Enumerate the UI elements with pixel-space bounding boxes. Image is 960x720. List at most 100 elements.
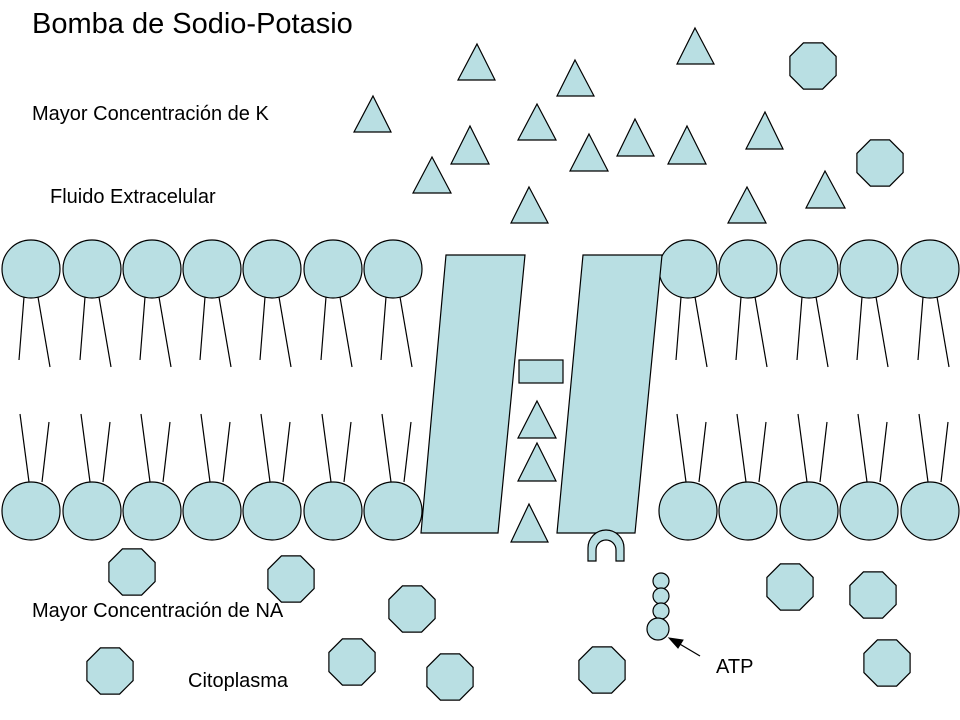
phospholipid-head <box>839 481 899 541</box>
diagram-title: Bomba de Sodio-Potasio <box>32 8 353 40</box>
sodium-ion <box>766 563 814 611</box>
sodium-ion <box>849 571 897 619</box>
phospholipid-head <box>839 239 899 299</box>
phospholipid-head <box>303 481 363 541</box>
lipid-tail <box>875 296 889 368</box>
sodium-ion <box>388 585 436 633</box>
phospholipid-head <box>779 481 839 541</box>
lipid-tail <box>41 421 50 483</box>
phospholipid-head <box>718 239 778 299</box>
lipid-tail <box>856 296 863 361</box>
lipid-tail <box>259 296 266 361</box>
lipid-tail <box>18 296 25 361</box>
lipid-tail <box>37 296 51 368</box>
lipid-tail <box>381 413 392 483</box>
pump-protein <box>420 254 663 562</box>
lipid-tail <box>694 296 708 368</box>
sodium-ion <box>267 555 315 603</box>
potassium-ion <box>353 94 392 133</box>
potassium-ion <box>667 124 707 165</box>
potassium-ion <box>450 124 490 165</box>
sodium-ion <box>863 639 911 687</box>
phospholipid-head <box>779 239 839 299</box>
lipid-tail <box>162 421 171 483</box>
cytoplasm-label: Citoplasma <box>188 670 289 692</box>
sodium-ion <box>108 548 156 596</box>
atp-phosphate <box>652 572 670 590</box>
atp-arrow-shaft <box>677 642 701 657</box>
phospholipid-head <box>1 239 61 299</box>
phospholipid-head <box>658 239 718 299</box>
potassium-ions <box>353 26 847 543</box>
phospholipid-head <box>242 481 302 541</box>
lipid-tail <box>339 296 353 368</box>
lipid-tail <box>736 413 747 483</box>
phospholipid-heads <box>1 239 960 541</box>
lipid-tail <box>918 413 929 483</box>
lipid-tail <box>676 413 687 483</box>
pump-subunit-left <box>420 254 526 534</box>
lipid-tail <box>222 421 231 483</box>
pump-subunit-right <box>556 254 663 534</box>
sodium-ion <box>86 647 134 695</box>
k-concentration-label: Mayor Concentración de K <box>32 103 269 125</box>
potassium-ion <box>510 502 549 543</box>
lipid-tail <box>343 421 352 483</box>
sodium-ions <box>86 42 911 701</box>
potassium-ion <box>805 169 847 209</box>
potassium-ion <box>745 110 784 150</box>
atp-adenosine <box>646 617 670 641</box>
lipid-tail <box>857 413 868 483</box>
pump-gate <box>518 359 564 384</box>
atp-phosphate <box>652 587 670 605</box>
phosphate-binding-site <box>587 529 625 562</box>
phospholipid-head <box>182 481 242 541</box>
phospholipid-head <box>62 481 122 541</box>
atp-label: ATP <box>716 656 754 678</box>
lipid-tail <box>321 413 332 483</box>
lipid-tail <box>917 296 924 361</box>
potassium-ion <box>556 58 595 97</box>
sodium-ion <box>578 646 626 694</box>
atp-phosphate <box>652 602 670 620</box>
phospholipid-head <box>900 481 960 541</box>
phospholipid-head <box>1 481 61 541</box>
lipid-tail <box>698 421 707 483</box>
lipid-tail <box>940 421 949 483</box>
lipid-tail <box>399 296 413 368</box>
phospholipid-head <box>182 239 242 299</box>
phospholipid-head <box>122 239 182 299</box>
lipid-tail <box>102 421 111 483</box>
lipid-tail <box>79 296 86 361</box>
potassium-ion <box>517 399 557 439</box>
lipid-tail <box>278 296 292 368</box>
potassium-ion <box>676 26 715 65</box>
sodium-ion <box>856 139 904 187</box>
lipid-tail <box>218 296 232 368</box>
phospholipid-head <box>62 239 122 299</box>
potassium-ion <box>517 441 557 482</box>
phospholipid-head <box>363 481 423 541</box>
atp-arrow-head <box>667 637 684 649</box>
potassium-ion <box>412 155 452 194</box>
lipid-tail <box>200 413 211 483</box>
lipid-tail <box>140 413 151 483</box>
lipid-tail <box>158 296 172 368</box>
lipid-tail <box>139 296 146 361</box>
atp-molecule <box>646 572 701 657</box>
lipid-tail <box>199 296 206 361</box>
potassium-ion <box>457 42 496 81</box>
potassium-ion <box>569 132 609 172</box>
lipid-tail <box>320 296 327 361</box>
na-concentration-label: Mayor Concentración de NA <box>32 600 284 622</box>
phospholipid-head <box>900 239 960 299</box>
lipid-tail <box>403 421 412 483</box>
lipid-tail <box>819 421 828 483</box>
lipid-tail <box>260 413 271 483</box>
lipid-tail <box>758 421 767 483</box>
lipid-tail <box>815 296 829 368</box>
lipid-tail <box>796 296 803 361</box>
phospholipid-head <box>242 239 302 299</box>
lipid-tail <box>380 296 387 361</box>
